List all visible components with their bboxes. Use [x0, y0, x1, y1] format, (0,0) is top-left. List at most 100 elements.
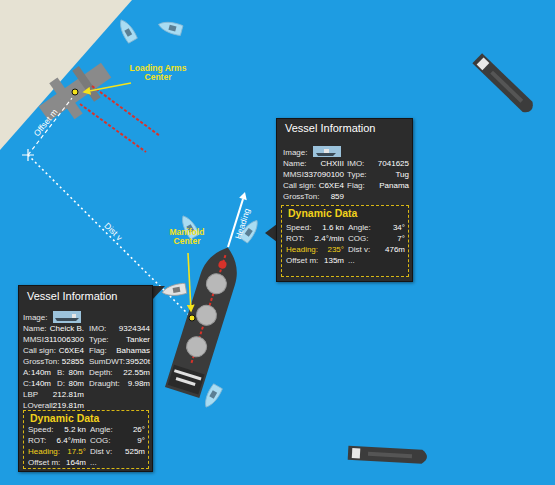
callout-label: Loading Arms Center: [126, 64, 190, 83]
berth-line: [80, 104, 146, 152]
heading-label: Heading: [234, 207, 252, 240]
panel-heading: Dynamic Data: [30, 413, 99, 424]
manifold-dot: [189, 315, 195, 321]
panel-field: 525m: [125, 448, 145, 456]
panel-field: Heading:: [28, 448, 60, 456]
panel-field: Draught:: [89, 380, 120, 388]
panel-field: 219.81m: [53, 402, 84, 410]
thumbnail-ship: [316, 153, 336, 156]
loading-arms-dot: [72, 89, 78, 95]
vessel-info-panel: Vessel InformationImage:Name:Cheick B.IM…: [18, 285, 153, 472]
ship-deck: [490, 71, 523, 103]
panel-heading: Vessel Information: [27, 291, 118, 302]
panel-field: 39520t: [126, 358, 150, 366]
panel-field: 311006300: [45, 336, 84, 344]
cargo-tank: [184, 334, 209, 359]
thumbnail-cabin: [72, 314, 76, 318]
panel-field: C:: [23, 380, 31, 388]
callout-label: Manifold Center: [163, 228, 211, 247]
panel-field: GrossTon:: [283, 193, 319, 201]
dimension-label: Offset m: [32, 108, 59, 139]
thumbnail-bg: [53, 311, 81, 323]
panel-field: ...: [90, 459, 97, 467]
panel-field: 164m: [66, 459, 86, 467]
panel-field: ROT:: [28, 437, 46, 445]
panel-field: Tug: [396, 171, 410, 179]
panel-pointer: [152, 286, 165, 300]
panel-field: Cheick B.: [50, 325, 84, 333]
dimension-label: Dist v: [102, 221, 124, 243]
panel-field: ROT:: [286, 235, 304, 243]
panel-field: Speed:: [286, 224, 311, 232]
panel-field: D:: [57, 380, 65, 388]
panel-field: Angle:: [90, 426, 113, 434]
panel-field: 80m: [68, 380, 84, 388]
panel-field: 859: [331, 193, 344, 201]
panel-field: Dist v:: [348, 246, 370, 254]
panel-field: Flag:: [347, 182, 365, 190]
shore: [0, 0, 132, 150]
ship-bridge: [477, 57, 490, 70]
heading-arrow-head: [239, 192, 247, 200]
panel-field: IMO:: [89, 325, 106, 333]
thumbnail-bg: [313, 146, 341, 157]
panel-field: 140m: [31, 369, 51, 377]
panel-field: 7°: [397, 235, 405, 243]
vessel-thumbnail: [53, 311, 81, 323]
panel-field: IMO:: [347, 160, 364, 168]
panel-field: Heading:: [286, 246, 318, 254]
panel-field: 34°: [393, 224, 405, 232]
panel-field: Offset m:: [28, 459, 60, 467]
callout-arrow: [84, 83, 131, 92]
panel-field: Type:: [347, 171, 367, 179]
panel-field: Angle:: [348, 224, 371, 232]
panel-field: 135m: [324, 257, 344, 265]
panel-field: Image:: [283, 149, 307, 157]
panel-field: Call sign:: [23, 347, 56, 355]
berth-line: [92, 86, 160, 136]
panel-field: CHXIII: [320, 160, 344, 168]
panel-field: Flag:: [89, 347, 107, 355]
service-boat: [161, 283, 187, 298]
boat-cabin: [173, 287, 181, 293]
thumbnail-cabin: [324, 149, 329, 153]
cargo-ship: [472, 53, 536, 115]
tug-boat: [157, 19, 183, 36]
cargo-tank: [204, 271, 229, 296]
pier-arm: [72, 66, 100, 102]
panel-field: 235°: [327, 246, 344, 254]
panel-field: MMSI:: [283, 171, 306, 179]
panel-field: A:: [23, 369, 31, 377]
panel-field: MMSI:: [23, 336, 46, 344]
panel-field: 80m: [68, 369, 84, 377]
panel-field: C6XE4: [319, 182, 344, 190]
cargo-tank: [194, 303, 219, 328]
panel-field: Image:: [23, 314, 47, 322]
panel-field: 52855: [62, 358, 84, 366]
panel-field: Call sign:: [283, 182, 316, 190]
panel-field: 7041625: [378, 160, 409, 168]
cargo-ship: [348, 446, 428, 464]
vessel-info-panel: Vessel InformationImage:Name:CHXIIIIMO:7…: [276, 118, 413, 282]
panel-field: 9.98m: [128, 380, 150, 388]
dynamic-data-box: Dynamic DataSpeed:5.2 knAngle:26°ROT:6.4…: [23, 410, 149, 469]
panel-field: 1.6 kn: [322, 224, 344, 232]
bridge-stripe: [176, 377, 196, 386]
panel-field: 337090100: [304, 171, 344, 179]
panel-field: 22.55m: [123, 369, 150, 377]
panel-field: B:: [57, 369, 65, 377]
offset-line: [28, 98, 72, 155]
ship-bridge: [352, 448, 361, 458]
panel-field: 6.4°/min: [57, 437, 86, 445]
panel-field: Offset m:: [286, 257, 318, 265]
panel-field: LBP: [23, 391, 38, 399]
panel-field: Speed:: [28, 426, 53, 434]
panel-field: Dist v:: [90, 448, 112, 456]
thumbnail-ship: [55, 318, 79, 321]
panel-field: GrossTon:: [23, 358, 59, 366]
panel-field: 9324344: [119, 325, 150, 333]
